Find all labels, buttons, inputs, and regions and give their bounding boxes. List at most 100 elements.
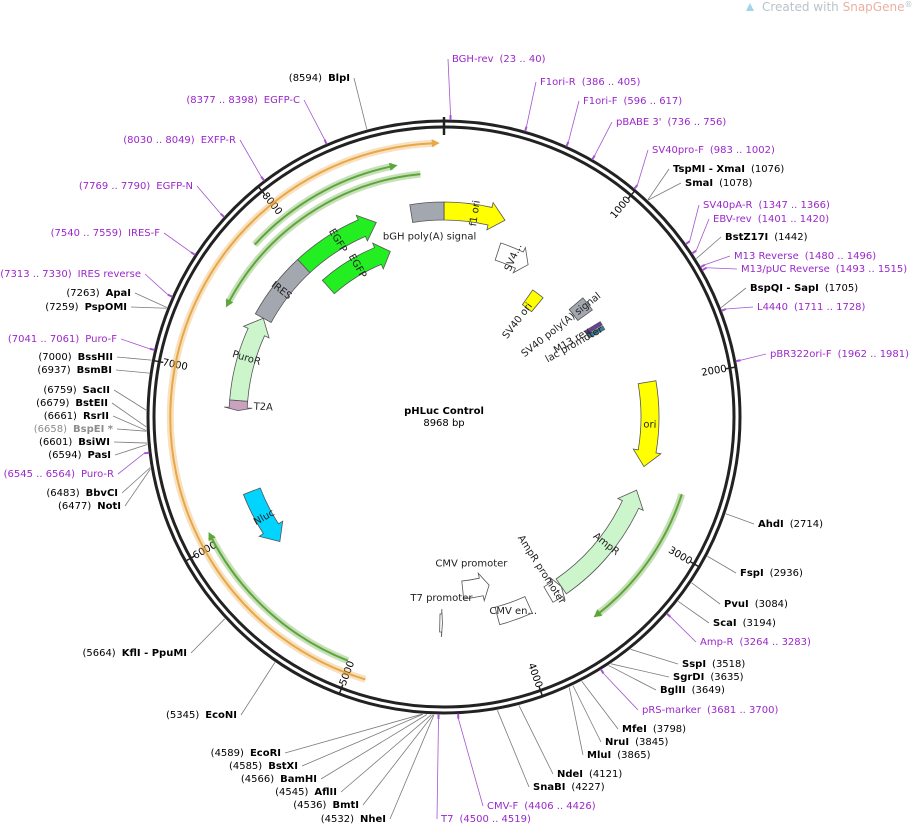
primer-coord: (7313 .. 7330) bbox=[0, 269, 72, 280]
svg-text:(6545 .. 6564)Puro-R: (6545 .. 6564)Puro-R bbox=[4, 469, 114, 480]
tick-label: 4000 bbox=[525, 662, 544, 690]
leader-line bbox=[704, 255, 731, 266]
tick-8000 bbox=[257, 185, 266, 195]
primer-label-m13-reverse: M13 Reverse(1480 .. 1496) bbox=[734, 251, 876, 262]
site-name: NruI bbox=[605, 737, 629, 748]
site-coord: (3194) bbox=[743, 618, 776, 629]
site-name: PvuI bbox=[724, 599, 749, 610]
feature-shape bbox=[439, 608, 443, 638]
primer-name: EGFP-C bbox=[264, 95, 300, 106]
site-name: NdeI bbox=[557, 769, 583, 780]
svg-text:SV40pro-F(983 .. 1002): SV40pro-F(983 .. 1002) bbox=[652, 145, 775, 156]
site-label-bsteii: (6679)BstEII bbox=[36, 398, 108, 409]
feature-label: f1 ori bbox=[468, 200, 483, 227]
primer-label-prs-marker: pRS-marker(3681 .. 3700) bbox=[642, 705, 778, 716]
primer-label-pbr322ori-f: pBR322ori-F(1962 .. 1981) bbox=[770, 349, 909, 360]
primer-name: M13/pUC Reverse bbox=[741, 264, 830, 275]
primer-label-l4440: L4440(1711 .. 1728) bbox=[757, 302, 866, 313]
site-label-nrui: NruI(3845) bbox=[605, 737, 668, 748]
svg-text:AhdI(2714): AhdI(2714) bbox=[758, 519, 823, 530]
svg-text:(8030 .. 8049)EXFP-R: (8030 .. 8049)EXFP-R bbox=[123, 135, 236, 146]
feature-shape bbox=[494, 596, 533, 626]
site-coord: (4536) bbox=[293, 800, 326, 811]
tick-2000 bbox=[725, 366, 737, 370]
primer-mark bbox=[666, 612, 672, 618]
site-label-bsmbi: (6937)BsmBI bbox=[37, 365, 112, 376]
feature-puror: PuroR bbox=[229, 317, 270, 402]
primer-name: EXFP-R bbox=[201, 135, 236, 146]
orf-arrowhead bbox=[208, 532, 216, 541]
leader-line bbox=[301, 713, 424, 767]
orf-arc bbox=[227, 173, 421, 304]
svg-text:M13/pUC Reverse(1493 .. 1515): M13/pUC Reverse(1493 .. 1515) bbox=[741, 264, 907, 275]
feature-label: T7 promoter bbox=[409, 593, 473, 604]
leader-line bbox=[196, 185, 221, 214]
primer-mark bbox=[219, 212, 226, 218]
leader-line bbox=[389, 714, 435, 820]
site-coord: (5345) bbox=[166, 710, 199, 721]
site-name: FspI bbox=[740, 568, 764, 579]
svg-text:(7263)ApaI: (7263)ApaI bbox=[66, 288, 131, 299]
primer-mark bbox=[685, 240, 691, 246]
primer-name: BGH-rev bbox=[452, 54, 494, 65]
tick-3000 bbox=[690, 561, 701, 569]
primer-name: pBR322ori-F bbox=[770, 349, 832, 360]
site-name: BspQI - SapI bbox=[750, 283, 819, 294]
site-label-noti: (6477)NotI bbox=[58, 501, 121, 512]
primer-coord: (386 .. 405) bbox=[582, 77, 641, 88]
primer-label-cmv-f: CMV-F(4406 .. 4426) bbox=[487, 801, 596, 812]
feature-egfp: EGFP bbox=[297, 214, 377, 274]
leader-line bbox=[610, 663, 670, 678]
primer-coord: (3264 .. 3283) bbox=[740, 637, 812, 648]
feature-shape bbox=[632, 380, 662, 468]
site-label-snabi: SnaBI(4227) bbox=[533, 782, 605, 793]
site-label-econi: (5345)EcoNI bbox=[166, 710, 237, 721]
leader-line bbox=[130, 306, 167, 309]
svg-text:M13 Reverse(1480 .. 1496): M13 Reverse(1480 .. 1496) bbox=[734, 251, 876, 262]
tick-label: 3000 bbox=[666, 545, 694, 567]
leader-line bbox=[116, 428, 147, 432]
primer-name: IRES-F bbox=[128, 228, 160, 239]
svg-text:(6679)BstEII: (6679)BstEII bbox=[36, 398, 108, 409]
svg-text:(7540 .. 7559)IRES-F: (7540 .. 7559)IRES-F bbox=[51, 228, 161, 239]
site-coord: (6937) bbox=[37, 365, 70, 376]
orf-arcs bbox=[166, 139, 686, 683]
tick-4000 bbox=[538, 686, 544, 698]
svg-text:(5345)EcoNI: (5345)EcoNI bbox=[166, 710, 237, 721]
svg-text:(4532)NheI: (4532)NheI bbox=[321, 814, 386, 825]
svg-text:BglII(3649): BglII(3649) bbox=[660, 685, 725, 696]
primer-label-ires-reverse: (7313 .. 7330)IRES reverse bbox=[0, 269, 141, 280]
primer-mark bbox=[167, 293, 173, 298]
leader-line bbox=[113, 389, 147, 411]
svg-text:(8594)BlpI: (8594)BlpI bbox=[289, 73, 350, 84]
primer-mark bbox=[149, 347, 155, 351]
primer-label-egfp-n: (7769 .. 7790)EGFP-N bbox=[79, 181, 193, 192]
site-label-fspi: FspI(2936) bbox=[740, 568, 803, 579]
site-label-bmti: (4536)BmtI bbox=[293, 800, 359, 811]
leader-line bbox=[689, 204, 700, 242]
feature-shape bbox=[321, 242, 391, 295]
site-name: SmaI bbox=[685, 178, 713, 189]
svg-text:BstZ17I(1442): BstZ17I(1442) bbox=[725, 232, 808, 243]
primer-mark bbox=[524, 126, 528, 132]
feature-sv4: SV4... bbox=[494, 242, 529, 274]
feature-shape bbox=[584, 321, 603, 335]
primer-coord: (4406 .. 4426) bbox=[524, 801, 596, 812]
primer-label-bgh-rev: BGH-rev(23 .. 40) bbox=[452, 54, 546, 65]
primer-mark bbox=[633, 184, 639, 190]
primer-label-amp-r: Amp-R(3264 .. 3283) bbox=[700, 637, 811, 648]
leader-line bbox=[720, 287, 747, 308]
site-label-pspomi: (7259)PspOMI bbox=[45, 302, 127, 313]
leader-line bbox=[239, 139, 262, 177]
primer-name: M13 Reverse bbox=[734, 251, 799, 262]
leader-line bbox=[691, 582, 721, 605]
orf-halo bbox=[207, 534, 350, 664]
site-coord: (4585) bbox=[229, 761, 262, 772]
leader-line bbox=[518, 705, 554, 775]
site-name: AflII bbox=[314, 787, 337, 798]
site-coord: (6594) bbox=[48, 450, 81, 461]
site-label-mlui: MluI(3865) bbox=[587, 750, 651, 761]
site-coord: (3518) bbox=[712, 659, 745, 670]
leader-line bbox=[496, 710, 530, 788]
primer-coord: (4500 .. 4519) bbox=[459, 814, 531, 825]
